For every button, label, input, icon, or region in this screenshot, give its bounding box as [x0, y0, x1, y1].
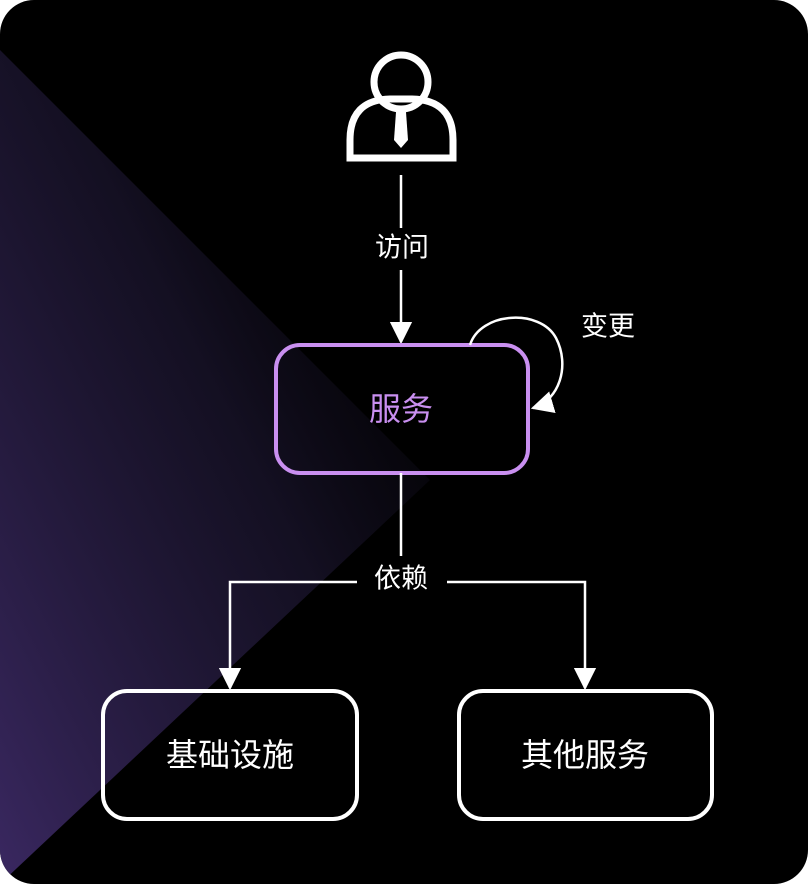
- depends-edge-label: 依赖: [374, 564, 428, 595]
- infrastructure-node-label: 基础设施: [166, 736, 294, 774]
- background-gradient-tint: [0, 50, 430, 884]
- infrastructure-node: [101, 689, 359, 821]
- change-edge-label: 变更: [581, 312, 635, 343]
- service-node-label: 服务: [369, 390, 433, 428]
- other-services-node: [457, 689, 714, 821]
- access-edge-label: 访问: [375, 233, 429, 264]
- depends-edge-left: [218, 580, 357, 691]
- change-loop-edge: [468, 316, 564, 414]
- other-services-node-label: 其他服务: [521, 736, 649, 774]
- depends-edge-right: [447, 580, 597, 691]
- user-with-tie-icon: [346, 51, 457, 162]
